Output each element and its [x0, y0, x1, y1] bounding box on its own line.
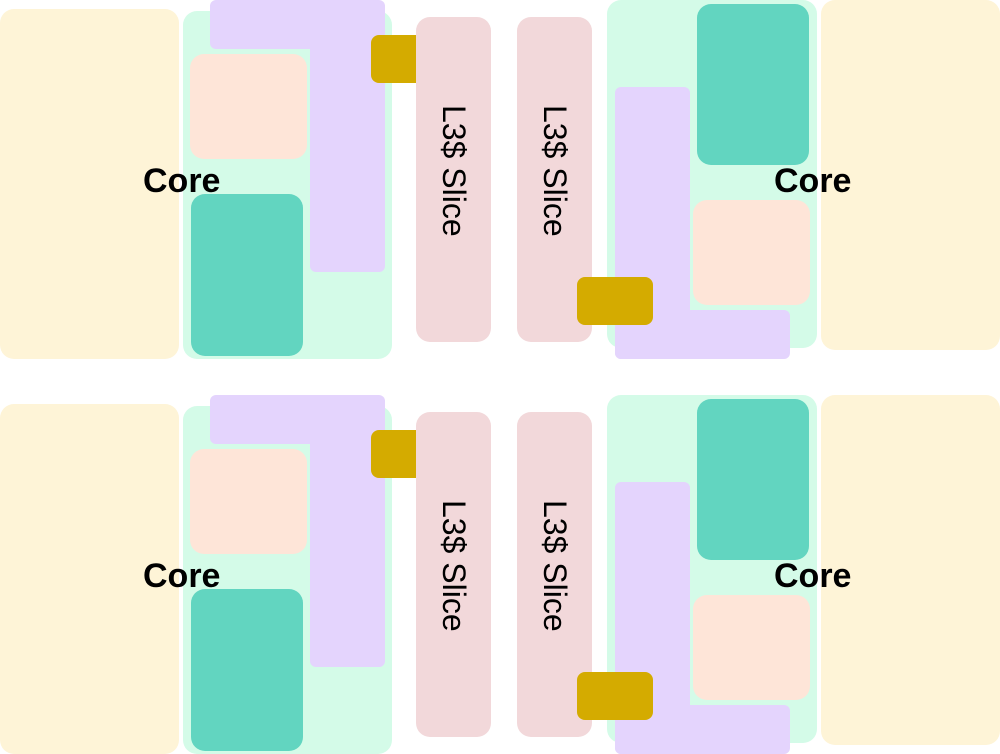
core-area-left	[0, 404, 179, 754]
l3-slice-label-right: L3$ Slice	[536, 500, 573, 632]
l3-slice-label-left: L3$ Slice	[435, 500, 472, 632]
core-area-right	[821, 395, 1000, 745]
core-label-right: Core	[774, 557, 852, 595]
l3-slice-label-right: L3$ Slice	[536, 105, 573, 237]
peach-block-left	[190, 54, 307, 159]
core-label-left: Core	[143, 557, 221, 595]
peach-block-right	[693, 200, 810, 305]
l3-slice-label-left: L3$ Slice	[435, 105, 472, 237]
ring-stop-right	[577, 672, 653, 720]
l3-slice-left: L3$ Slice	[416, 17, 491, 342]
l3-slice-left: L3$ Slice	[416, 412, 491, 737]
core-label-right: Core	[774, 162, 852, 200]
teal-block-left	[191, 194, 303, 356]
peach-block-right	[693, 595, 810, 700]
core-label-left: Core	[143, 162, 221, 200]
core-area-left	[0, 9, 179, 359]
core-pair-row-top: Core L3$ Slice L3$ Slice Core	[0, 0, 1000, 360]
teal-block-right	[697, 4, 809, 165]
peach-block-left	[190, 449, 307, 554]
ring-stop-right	[577, 277, 653, 325]
core-pair-row-bottom: Core L3$ Slice L3$ Slice Core	[0, 395, 1000, 754]
teal-block-right	[697, 399, 809, 560]
teal-block-left	[191, 589, 303, 751]
core-area-right	[821, 0, 1000, 350]
